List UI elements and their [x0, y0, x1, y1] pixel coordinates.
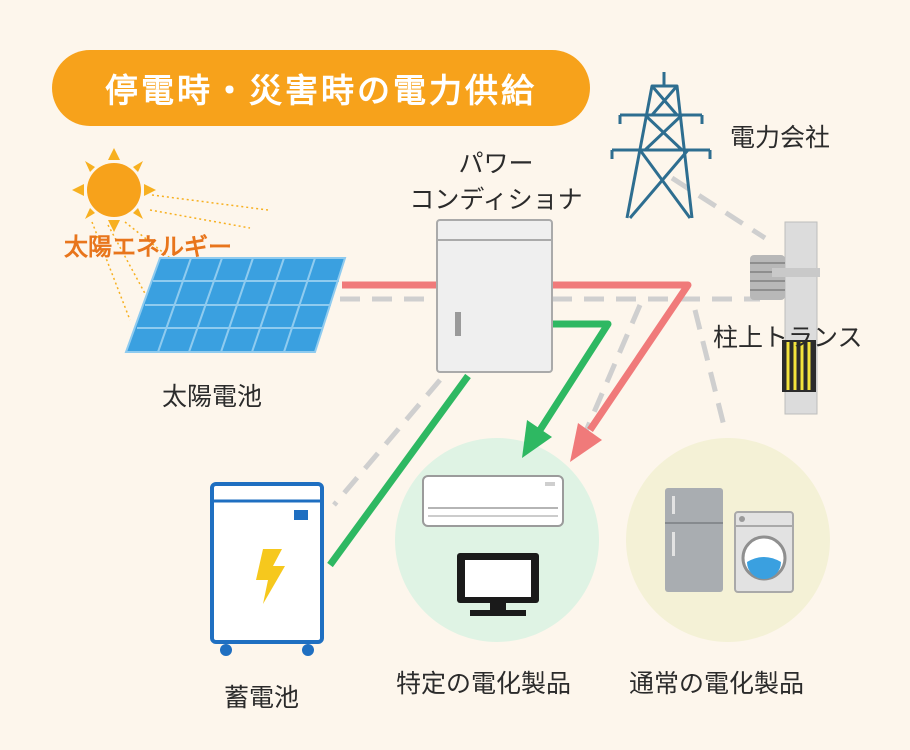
solar-panel-label: 太陽電池 [162, 382, 263, 411]
washing-machine-icon [734, 511, 794, 593]
solar-arrow-head [570, 423, 602, 462]
sun-icon [72, 148, 156, 232]
television-icon [457, 553, 539, 616]
lightning-icon [256, 549, 285, 604]
storage-battery-label: 蓄電池 [224, 683, 300, 712]
transmission-tower-icon [610, 72, 712, 219]
solar-energy-label: 太陽エネルギー [64, 233, 232, 261]
specific-appliances-label: 特定の電化製品 [396, 669, 572, 698]
pole-transformer-label: 柱上トランス [713, 323, 863, 352]
solar-panel-icon [124, 257, 347, 353]
power-conditioner-label-line1: パワー [458, 149, 534, 178]
power-conditioner-label: パワー コンディショナ [392, 146, 600, 218]
power-conditioner-icon [436, 219, 553, 373]
regular-appliances-circle [626, 438, 830, 642]
refrigerator-icon [665, 488, 723, 592]
regular-appliances-label: 通常の電化製品 [629, 669, 805, 698]
pole-transformer-icon [750, 221, 820, 415]
title-pill: 停電時・災害時の電力供給 [52, 50, 590, 126]
solar-power-line [342, 281, 692, 432]
air-conditioner-icon [422, 475, 564, 527]
power-company-label: 電力会社 [730, 123, 831, 152]
battery-arrow-head [522, 420, 552, 458]
power-conditioner-label-line2: コンディショナ [409, 185, 583, 214]
battery-power-line [327, 320, 612, 568]
